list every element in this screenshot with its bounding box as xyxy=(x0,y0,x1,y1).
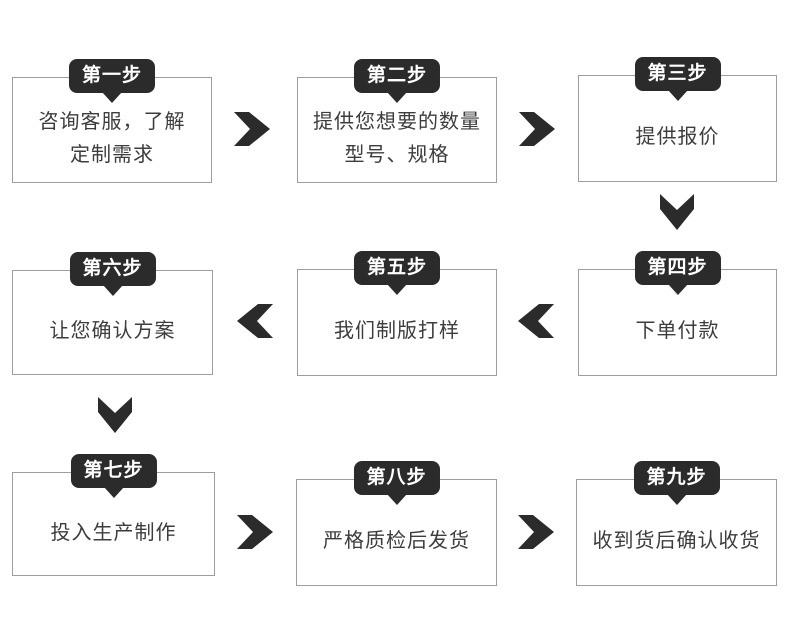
step-badge-1: 第一步 xyxy=(68,59,156,93)
step-badge-9: 第九步 xyxy=(633,461,720,495)
step-text-8: 严格质检后发货 xyxy=(323,530,470,552)
step-box-7: 第七步 投入生产制作 xyxy=(12,454,215,576)
step-box-9: 第九步 收到货后确认收货 xyxy=(576,461,777,586)
step-box-4: 第四步 下单付款 xyxy=(578,251,777,376)
step-text-1: 咨询客服，了解 定制需求 xyxy=(38,111,186,166)
step-text-2: 提供您想要的数量 型号、规格 xyxy=(313,111,481,166)
step-box-5: 第五步 我们制版打样 xyxy=(297,251,497,376)
step-badge-7: 第七步 xyxy=(70,454,157,488)
step-text-4: 下单付款 xyxy=(635,320,720,342)
step-badge-3: 第三步 xyxy=(634,57,721,91)
arrow-right-icon xyxy=(519,112,555,146)
step-badge-2: 第二步 xyxy=(353,59,441,93)
step-box-1: 第一步 咨询客服，了解 定制需求 xyxy=(12,59,212,183)
step-text-6: 让您确认方案 xyxy=(49,320,176,342)
step-box-6: 第六步 让您确认方案 xyxy=(12,252,213,375)
arrow-left-icon xyxy=(518,304,554,338)
step-text-5: 我们制版打样 xyxy=(334,320,460,342)
step-text-3: 提供报价 xyxy=(635,126,720,148)
step-box-2: 第二步 提供您想要的数量 型号、规格 xyxy=(297,59,497,183)
arrow-down-icon xyxy=(98,397,132,433)
arrow-right-icon xyxy=(237,515,273,549)
arrow-left-icon xyxy=(237,304,273,338)
step-badge-8: 第八步 xyxy=(353,461,440,495)
step-text-7: 投入生产制作 xyxy=(50,521,177,544)
arrow-down-icon xyxy=(660,194,694,230)
step-box-3: 第三步 提供报价 xyxy=(578,57,777,182)
arrow-right-icon xyxy=(518,515,554,549)
step-badge-6: 第六步 xyxy=(69,252,156,286)
step-box-8: 第八步 严格质检后发货 xyxy=(296,461,497,586)
step-text-9: 收到货后确认收货 xyxy=(592,530,761,552)
step-badge-5: 第五步 xyxy=(353,251,441,285)
step-badge-4: 第四步 xyxy=(634,251,721,285)
arrow-right-icon xyxy=(234,112,270,146)
